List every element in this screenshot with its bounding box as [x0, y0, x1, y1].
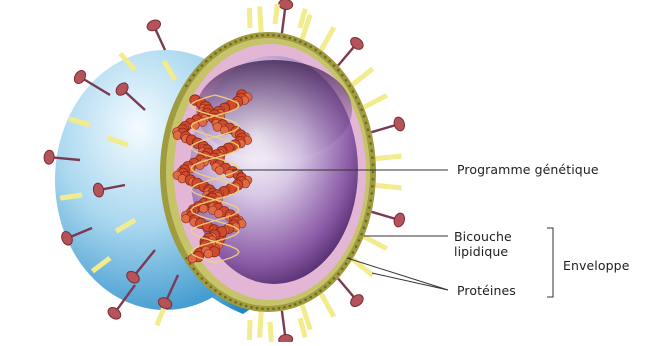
label-proteins: Protéines — [457, 283, 516, 298]
glycoprotein-stalk — [156, 30, 165, 50]
rna-bead — [215, 209, 224, 218]
surface-protein-spike — [321, 294, 334, 317]
rna-bead — [199, 204, 208, 213]
surface-protein-spike — [364, 95, 387, 107]
label-bilayer-line2: lipidique — [454, 244, 508, 259]
glycoprotein-knob — [393, 212, 407, 228]
glycoprotein-knob — [393, 116, 407, 132]
surface-protein-spike — [260, 312, 262, 338]
surface-protein-spike — [376, 185, 402, 188]
rna-bead — [182, 214, 191, 223]
surface-protein-spike — [376, 156, 402, 159]
surface-protein-spike — [249, 320, 250, 340]
glycoprotein-knob — [278, 0, 293, 10]
glycoprotein-knob — [278, 334, 293, 342]
surface-protein-spike — [60, 195, 82, 198]
surface-protein-spike — [321, 27, 334, 50]
rna-bead — [204, 249, 213, 258]
glycoprotein-stalk — [372, 125, 395, 132]
label-bilayer-line1: Bicouche — [454, 229, 512, 244]
label-genetic-program: Programme génétique — [457, 162, 599, 177]
glycoprotein-knob — [43, 150, 54, 165]
rna-bead — [215, 166, 224, 175]
surface-protein-spike — [353, 259, 373, 275]
glycoprotein-stalk — [338, 279, 354, 297]
glycoprotein-knob — [72, 68, 88, 85]
label-envelope: Enveloppe — [563, 258, 630, 273]
surface-protein-spike — [364, 237, 387, 249]
surface-protein-spike — [249, 8, 250, 28]
glycoprotein-stalk — [282, 9, 285, 33]
glycoprotein-knob — [106, 305, 123, 321]
surface-protein-spike — [260, 6, 262, 32]
surface-protein-spike — [300, 318, 305, 337]
glycoprotein-stalk — [372, 212, 395, 219]
glycoprotein-stalk — [338, 47, 354, 65]
surface-protein-spike — [275, 4, 277, 24]
glycoprotein-stalk — [282, 311, 285, 335]
glycoprotein-knob — [145, 18, 162, 33]
surface-protein-spike — [270, 322, 271, 342]
surface-protein-spike — [353, 69, 373, 85]
